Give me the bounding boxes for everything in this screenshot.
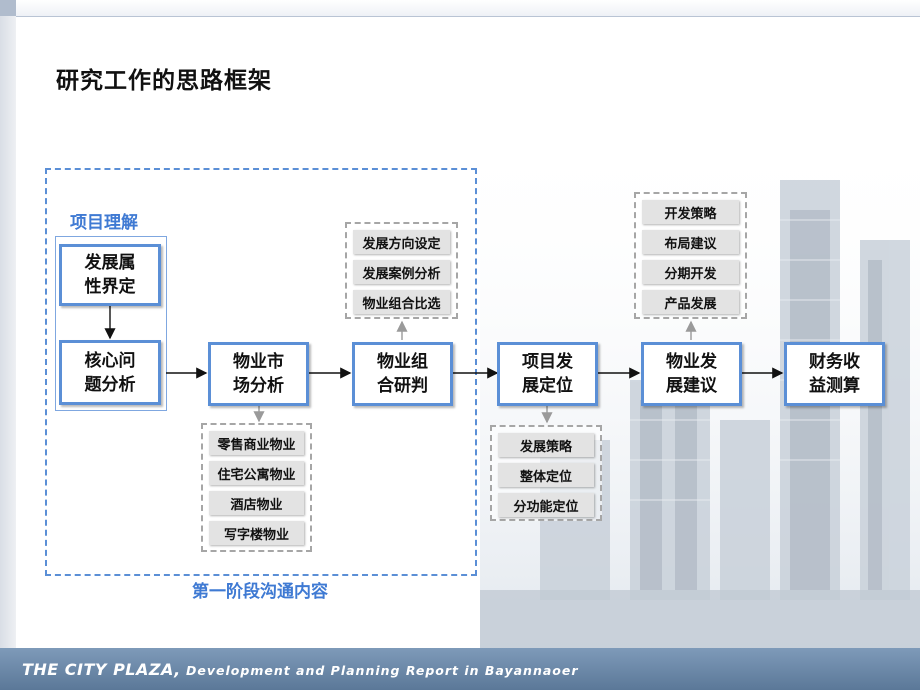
footer-text: THE CITY PLAZA, Development and Planning… bbox=[22, 660, 579, 679]
box-property-mix-judgement: 物业组 合研判 bbox=[352, 342, 453, 406]
top-bar bbox=[0, 0, 920, 17]
list-item: 整体定位 bbox=[498, 463, 594, 487]
list-item: 酒店物业 bbox=[209, 491, 304, 515]
list-item: 住宅公寓物业 bbox=[209, 461, 304, 485]
project-understanding-label: 项目理解 bbox=[70, 213, 138, 233]
panel-market-types: 零售商业物业 住宅公寓物业 酒店物业 写字楼物业 bbox=[201, 423, 312, 552]
list-item: 分期开发 bbox=[642, 260, 739, 284]
project-understanding-frame bbox=[55, 236, 167, 411]
list-item: 布局建议 bbox=[642, 230, 739, 254]
panel-suggestion: 开发策略 布局建议 分期开发 产品发展 bbox=[634, 192, 747, 319]
list-item: 产品发展 bbox=[642, 290, 739, 314]
box-core-issue-analysis: 核心问 题分析 bbox=[59, 340, 161, 405]
box-property-market-analysis: 物业市 场分析 bbox=[208, 342, 309, 406]
left-sidebar-strip bbox=[0, 16, 16, 648]
list-item: 写字楼物业 bbox=[209, 521, 304, 545]
list-item: 物业组合比选 bbox=[353, 290, 450, 314]
stage-one-label: 第一阶段沟通内容 bbox=[192, 582, 328, 602]
stage-one-frame bbox=[45, 168, 477, 576]
box-financial-estimate: 财务收 益测算 bbox=[784, 342, 885, 406]
footer-subtitle: Development and Planning Report in Bayan… bbox=[186, 663, 579, 678]
box-development-attribute: 发展属 性界定 bbox=[59, 244, 161, 306]
page-title: 研究工作的思路框架 bbox=[56, 68, 272, 94]
panel-property-mix: 发展方向设定 发展案例分析 物业组合比选 bbox=[345, 222, 458, 319]
list-item: 分功能定位 bbox=[498, 493, 594, 517]
top-corner-block bbox=[0, 0, 16, 16]
box-property-suggestion: 物业发 展建议 bbox=[641, 342, 742, 406]
list-item: 发展案例分析 bbox=[353, 260, 450, 284]
list-item: 开发策略 bbox=[642, 200, 739, 224]
panel-positioning: 发展策略 整体定位 分功能定位 bbox=[490, 425, 602, 521]
footer-bar bbox=[0, 648, 920, 690]
list-item: 发展策略 bbox=[498, 433, 594, 457]
list-item: 零售商业物业 bbox=[209, 431, 304, 455]
footer-brand: THE CITY PLAZA, bbox=[22, 660, 181, 679]
box-project-positioning: 项目发 展定位 bbox=[497, 342, 598, 406]
list-item: 发展方向设定 bbox=[353, 230, 450, 254]
